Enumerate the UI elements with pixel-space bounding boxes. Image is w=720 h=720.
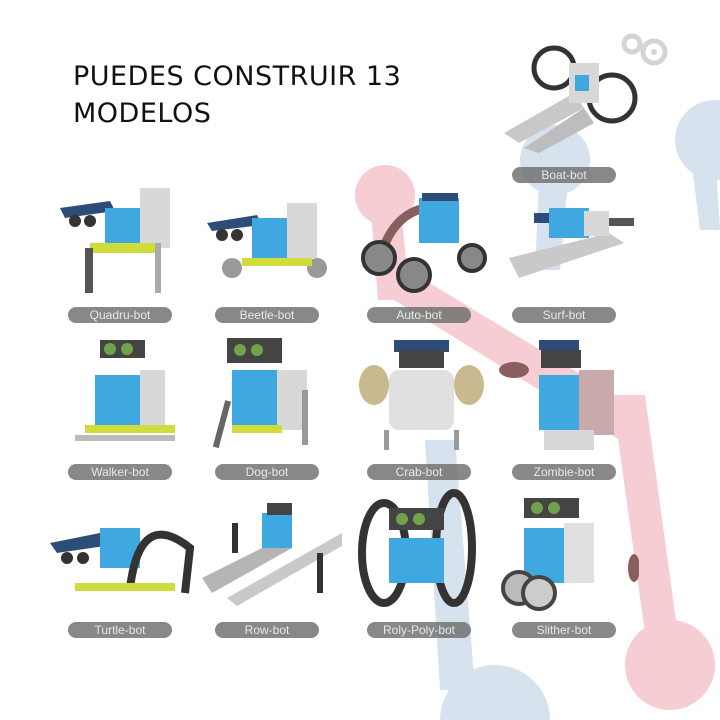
model-label: Quadru-bot (68, 307, 172, 323)
model-label: Slither-bot (512, 622, 616, 638)
model-label: Walker-bot (68, 464, 172, 480)
slither-bot-image (501, 498, 639, 611)
row-bot-image (202, 503, 342, 606)
model-card-dog-bot: Dog-bot (192, 330, 342, 480)
model-label: Row-bot (215, 622, 319, 638)
model-card-walker-bot: Walker-bot (45, 330, 195, 480)
model-card-crab-bot: Crab-bot (344, 330, 494, 480)
model-card-surf-bot: Surf-bot (489, 173, 639, 323)
model-card-zombie-bot: Zombie-bot (489, 330, 639, 480)
boat-bot-image (504, 45, 638, 153)
model-card-boat-bot: Boat-bot (489, 33, 639, 183)
model-label: Boat-bot (512, 167, 616, 183)
model-label: Auto-bot (367, 307, 471, 323)
beetle-bot-image (207, 203, 327, 278)
page-title: PUEDES CONSTRUIR 13 MODELOS (73, 61, 402, 129)
surf-bot-image (509, 208, 634, 278)
model-card-row-bot: Row-bot (192, 488, 342, 638)
gears-icon (621, 33, 668, 66)
quadru-bot-image (60, 188, 170, 293)
model-card-beetle-bot: Beetle-bot (192, 173, 342, 323)
walker-bot-image (75, 340, 175, 441)
model-label: Dog-bot (215, 464, 319, 480)
model-label: Beetle-bot (215, 307, 319, 323)
model-label: Roly-Poly-bot (367, 622, 471, 638)
model-card-quadru-bot: Quadru-bot (45, 173, 195, 323)
roly-poly-bot-image (358, 489, 476, 607)
model-card-auto-bot: Auto-bot (344, 173, 494, 323)
turtle-bot-image (50, 528, 195, 594)
zombie-bot-image (499, 340, 614, 450)
dog-bot-image (212, 338, 308, 449)
model-label: Crab-bot (367, 464, 471, 480)
model-label: Turtle-bot (68, 622, 172, 638)
auto-bot-image (361, 193, 487, 293)
crab-bot-image (359, 340, 484, 450)
model-label: Surf-bot (512, 307, 616, 323)
model-card-slither-bot: Slither-bot (489, 488, 639, 638)
model-label: Zombie-bot (512, 464, 616, 480)
model-card-turtle-bot: Turtle-bot (45, 488, 195, 638)
model-card-roly-poly-bot: Roly-Poly-bot (344, 488, 494, 638)
